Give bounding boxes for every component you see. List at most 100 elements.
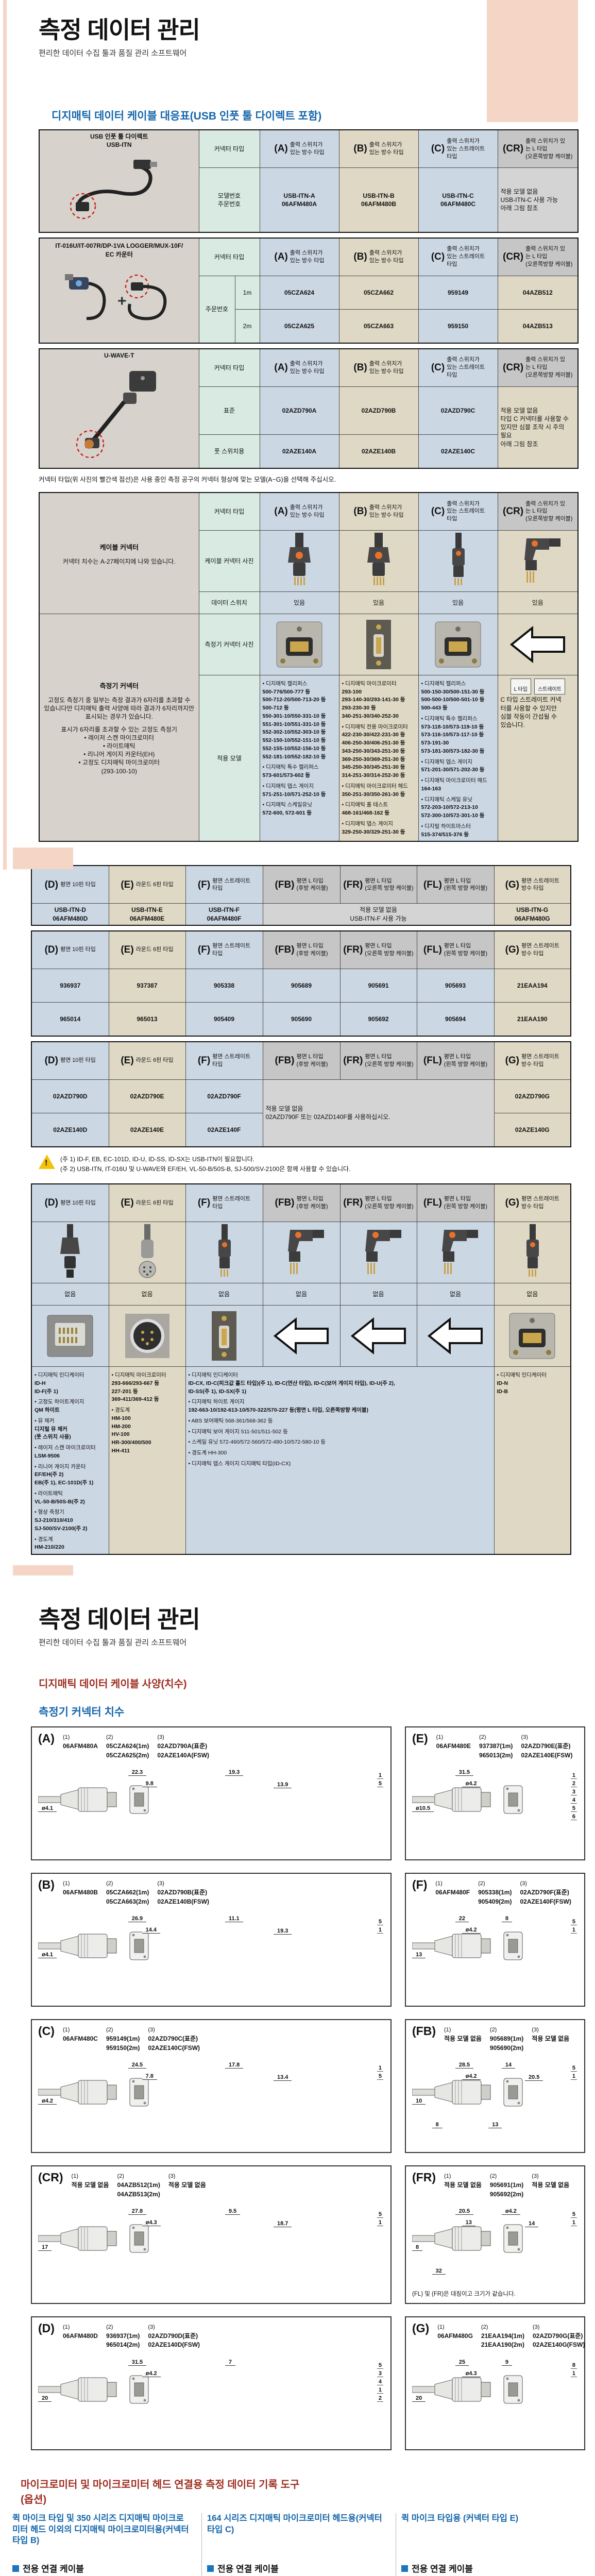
pin-number: 1 [570,2219,577,2227]
table-cell: (E)라운드 6핀 타입 [108,1183,186,1223]
table-cell: (FR)평면 L 타입(오른쪽 방향 케이블) [339,1183,417,1223]
table-cell: 데이터 스위치 [198,591,260,614]
cell-line: 표준 [223,406,235,414]
dimension-label: 31.5 [455,1769,474,1776]
connector-code: (B) [353,362,367,373]
model-number: EB(주 1), EC-101D(주 1) [35,1480,94,1486]
section2-heading: 디지매틱 데이터 케이블 사양(치수) [39,1679,187,1690]
product-name: USB-ITN [106,141,132,149]
connector-code: (FB) [275,1197,295,1209]
cell-line: 적용 모델 없음 [360,906,397,914]
page2-title: 측정 데이터 관리 [39,1606,200,1633]
spec-part-numbers: (2)905338(1m)905409(2m) [478,1879,512,1906]
cell-note-line: C 타입 스트레이트 커넥 [500,696,562,704]
cell-line: 905691 [368,981,389,989]
table-cell: 없음 [416,1283,495,1306]
table-cell: 02AZE140C [418,434,498,469]
connector-code: (E) [121,1197,134,1209]
model-category: • 디지매틱 뎁스 게이지 [262,783,314,789]
table-cell: 05CZA624 [259,275,339,310]
model-number: 500-712-20/500-713-20 등 [262,697,326,703]
spec-box-B: (B)(1)06AFM480B(2)05CZA662(1m)05CZA663(2… [31,1873,392,2007]
cell-line: 없음 [141,1291,153,1298]
pin-number: 6 [570,1814,577,1821]
socketRound-icon [112,1308,183,1364]
row-group-title: 측정기 커넥터 [99,682,139,690]
part-number: 21EAA194(1m) [481,2332,524,2340]
spec-part-numbers: (1)06AFM480G [437,2323,473,2341]
connector-code: (C) [431,506,445,517]
table-cell: (E)라운드 6핀 타입 [108,930,186,969]
model-number: HM-210/220 [35,1544,64,1551]
table-cell: 있음 [497,591,579,614]
spec-part-numbers: (3)02AZD790G(표준)02AZE140G(FSW) [533,2323,585,2350]
pink-accent-left-strip [3,0,7,870]
part-number: 적용 모델 없음 [71,2181,109,2189]
part-number: 02AZD790G(표준) [532,2332,583,2340]
connector-code: (CR) [503,362,524,373]
spec-connector-code: (G) [412,2321,430,2335]
socketSlim-icon [342,616,416,673]
spec-header: (C)(1)06AFM480C(2)959149(1m)959150(2m)(3… [38,2025,384,2053]
table-cell: 937387 [108,968,186,1003]
connector-code: (D) [44,1055,58,1066]
model-number: 345-250-30/345-251-30 등 [342,764,405,771]
dimension-label: 20.5 [524,2074,543,2081]
cell-line: 937387 [137,981,158,989]
part-number: 959149(1m) [106,2035,140,2043]
table-cell: (FR)평면 L 타입(오른쪽 방향 케이블) [339,865,417,904]
model-number: 573-118-10/573-119-10 등 [421,723,484,730]
cell-line: 풋 스위치용 [214,447,245,455]
part-number: 06AFM480A [62,1742,98,1750]
part-index: (1) [62,1880,70,1887]
spec-box-FB: (FB)(1)적용 모델 없음(2)905689(1m)905690(2m)(3… [405,2019,585,2154]
model-number: 573-181-30/573-182-30 등 [421,748,485,754]
table-it-dp-mux: IT-016U/IT-007R/DP-1VA LOGGER/MUX-10F/EC… [0,237,595,344]
plugL-icon [501,533,575,589]
table-cell: (FB)평면 L 타입(후방 케이블) [262,1041,341,1080]
connector-code: (A) [274,251,288,262]
table-cell: 적용 모델 [198,674,260,842]
model-category: • 리니어 게이지 카운터 [35,1463,86,1470]
cell-line: 없음 [372,1291,384,1298]
connector-type-label: 평면 10핀 타입 [60,946,96,953]
connector-type-label: 라운드 6핀 타입 [135,881,174,888]
cell-line: 06AFM480C [440,200,476,208]
dimension-label: ø4.2 [501,2208,520,2215]
model-category: • 경도계 HH-300 [188,1450,227,1456]
section3-heading-line2: (옵션) [21,2494,47,2506]
table-cell: 905693 [416,968,495,1003]
cell-line: 필요 [500,432,512,439]
spec-part-numbers: (2)936937(1m)965014(2m) [106,2323,140,2350]
cell-line: 커넥터 타입 [214,253,245,261]
cell-line: 905692 [368,1015,389,1023]
part-number: 06AFM480D [62,2332,98,2340]
table-cell: 02AZD790E [108,1079,186,1113]
spec-part-numbers: (1)적용 모델 없음 [444,2025,482,2043]
model-number: 552-181-10/552-182-10 등 [262,753,326,760]
plugL-icon [266,1224,337,1281]
model-category: • 디지매틱 보어 게이지 511-501/511-502 등 [188,1428,288,1435]
product-name: IT-016U/IT-007R/DP-1VA LOGGER/MUX-10F/ [55,242,183,250]
connector-type-label: 평면 L 타입(후방 케이블) [296,1053,328,1067]
arrow-cell [497,613,579,675]
connector-code: (CR) [503,251,524,262]
part-index: (3) [148,2324,155,2331]
model-number: HM-100 [111,1415,131,1421]
